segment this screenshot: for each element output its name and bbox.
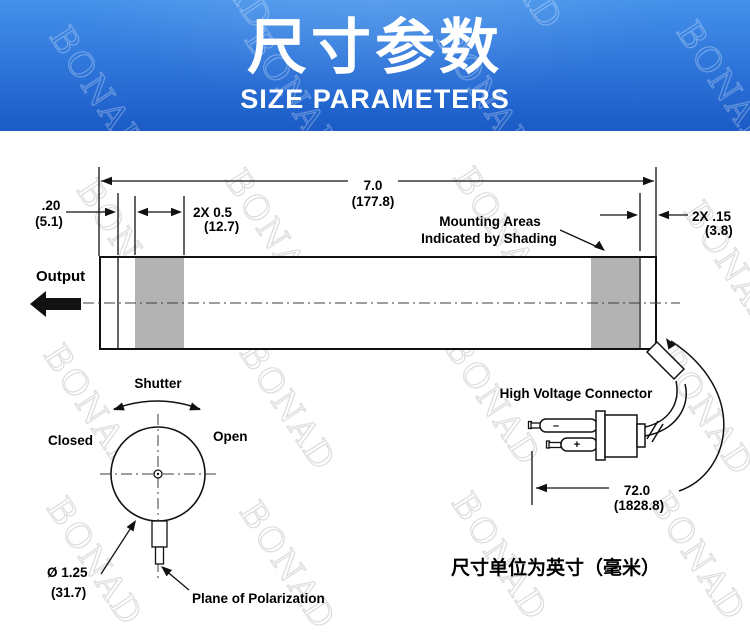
dim-overall-length: 7.0 (177.8) xyxy=(98,167,657,256)
dim-left-gap-mm: (5.1) xyxy=(35,214,63,229)
mounting-areas-line2: Indicated by Shading xyxy=(421,231,557,246)
open-label: Open xyxy=(213,429,248,444)
arrowhead-icon xyxy=(536,483,547,493)
cable-break-mark xyxy=(646,420,664,443)
dim-mount-width: 2X 0.5 (12.7) xyxy=(134,196,239,255)
dim-left-gap: .20 (5.1) xyxy=(35,193,119,255)
closed-label: Closed xyxy=(48,433,93,448)
arrowhead-icon xyxy=(137,207,148,217)
plus-pin xyxy=(548,441,562,449)
end-view: Shutter Closed Open Ø 1.25 (31.7) Plane … xyxy=(47,376,325,606)
output-label: Output xyxy=(36,268,85,285)
dim-right-gap: 2X .15 (3.8) xyxy=(600,193,733,251)
polarization-rod xyxy=(154,546,165,565)
page-title: 尺寸参数 xyxy=(247,14,503,81)
arrowhead-icon xyxy=(643,176,654,186)
plane-of-polarization-label: Plane of Polarization xyxy=(192,591,325,606)
hv-connector: High Voltage Connector – + xyxy=(500,335,725,513)
arrowhead-icon xyxy=(189,402,203,414)
dim-right-gap-mm: (3.8) xyxy=(705,223,733,238)
watermark-text: BONAD xyxy=(231,494,344,637)
arrowhead-icon xyxy=(126,517,140,532)
dim-diameter-mm: (31.7) xyxy=(51,585,86,600)
hv-connector-label: High Voltage Connector xyxy=(500,386,653,401)
dim-diameter-in: Ø 1.25 xyxy=(47,565,88,580)
mounting-areas-line1: Mounting Areas xyxy=(439,214,541,229)
cable-leader-arc xyxy=(670,340,725,492)
dim-right-gap-in: 2X .15 xyxy=(692,209,732,224)
arrowhead-icon xyxy=(593,240,608,255)
units-note: 尺寸单位为英寸（毫米） xyxy=(451,556,660,579)
connector-body xyxy=(604,414,638,458)
header-banner: BONAD BONAD BONAD BONAD BONAD BONAD 尺寸参数… xyxy=(0,0,750,131)
dim-mount-width-in: 2X 0.5 xyxy=(193,205,233,220)
dim-mount-width-mm: (12.7) xyxy=(204,219,239,234)
watermark-text: BONAD xyxy=(231,335,344,478)
hv-cable xyxy=(644,380,678,428)
dim-left-gap-in: .20 xyxy=(42,198,61,213)
arrowhead-icon xyxy=(171,207,182,217)
polarization-stem xyxy=(151,520,168,548)
output-arrow-icon xyxy=(30,291,81,317)
shutter-label: Shutter xyxy=(134,376,182,391)
shutter-swing-arc xyxy=(113,400,201,410)
arrowhead-icon xyxy=(658,210,669,220)
cable-boot xyxy=(645,340,686,381)
connector-flange xyxy=(595,410,606,461)
output-indicator: Output xyxy=(30,268,85,317)
minus-label: – xyxy=(553,420,559,432)
dim-cable-mm: (1828.8) xyxy=(614,498,664,513)
dim-overall-mm: (177.8) xyxy=(352,194,395,209)
plus-label: + xyxy=(574,439,580,451)
dim-cable-in: 72.0 xyxy=(624,483,650,498)
minus-prong xyxy=(539,418,598,433)
mounting-areas-label: Mounting Areas Indicated by Shading xyxy=(421,214,608,255)
dim-overall-in: 7.0 xyxy=(364,178,383,193)
laser-tube xyxy=(83,256,680,350)
connector-step xyxy=(636,423,646,448)
watermark-text: BONAD xyxy=(443,485,556,628)
arrowhead-icon xyxy=(627,210,638,220)
page-subtitle: SIZE PARAMETERS xyxy=(240,84,510,114)
